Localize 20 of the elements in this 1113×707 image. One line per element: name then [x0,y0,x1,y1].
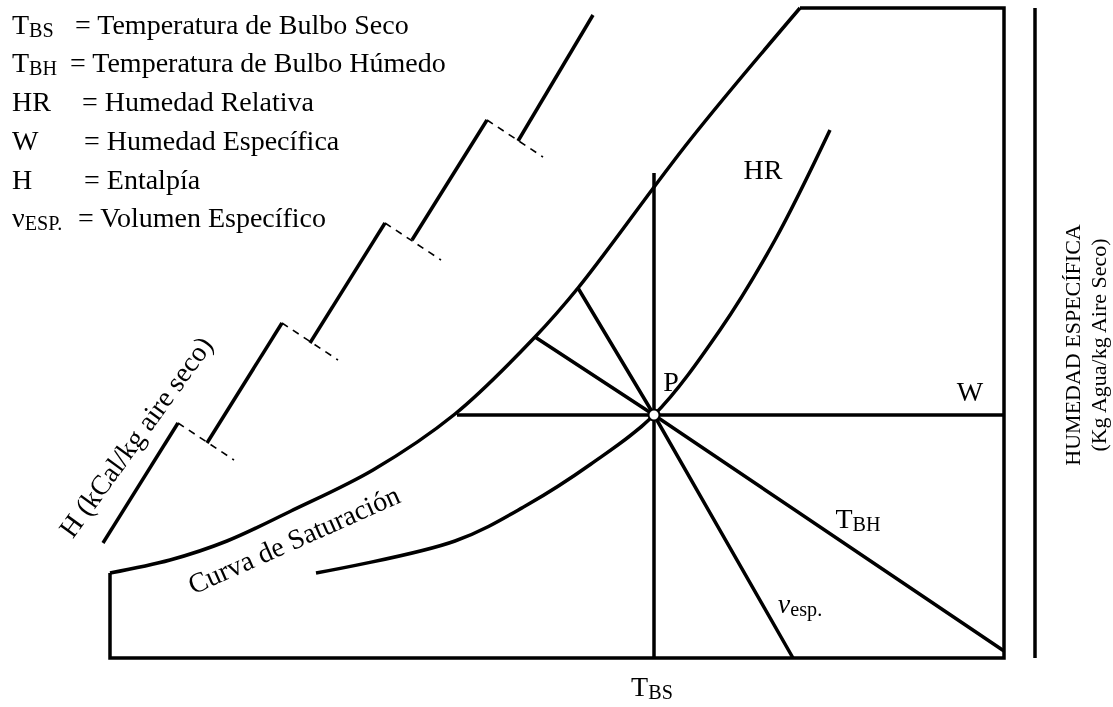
definition-text: = Humedad Específica [84,127,340,155]
symbol-label: T$_{BH}$ [12,49,58,79]
symbol-label: H [12,166,33,194]
curve-label: HR [743,156,783,184]
point-label: P [663,368,679,396]
line-label: T$_{BH}$ [835,505,881,535]
line-label: ν$_{esp.}$ [777,590,823,620]
definition-text: = Humedad Relativa [82,88,314,116]
axis-label: T$_{BS}$ [631,673,673,703]
axis-subtitle: (Kg Agua/kg Aire Seco) [1088,238,1110,452]
definition-text: = Temperatura de Bulbo Seco [75,11,409,39]
line-label: W [956,378,984,406]
symbol-label: W [12,127,39,155]
definition-text: = Volumen Específico [78,204,327,232]
symbol-label: T$_{BS}$ [12,11,54,41]
axis-title: HUMEDAD ESPECÍFICA [1062,224,1084,466]
definition-text: = Temperatura de Bulbo Húmedo [70,49,446,77]
symbol-label: HR [12,88,51,116]
symbol-label: ν$_{ESP.}$ [12,204,63,234]
definition-text: = Entalpía [84,166,201,194]
